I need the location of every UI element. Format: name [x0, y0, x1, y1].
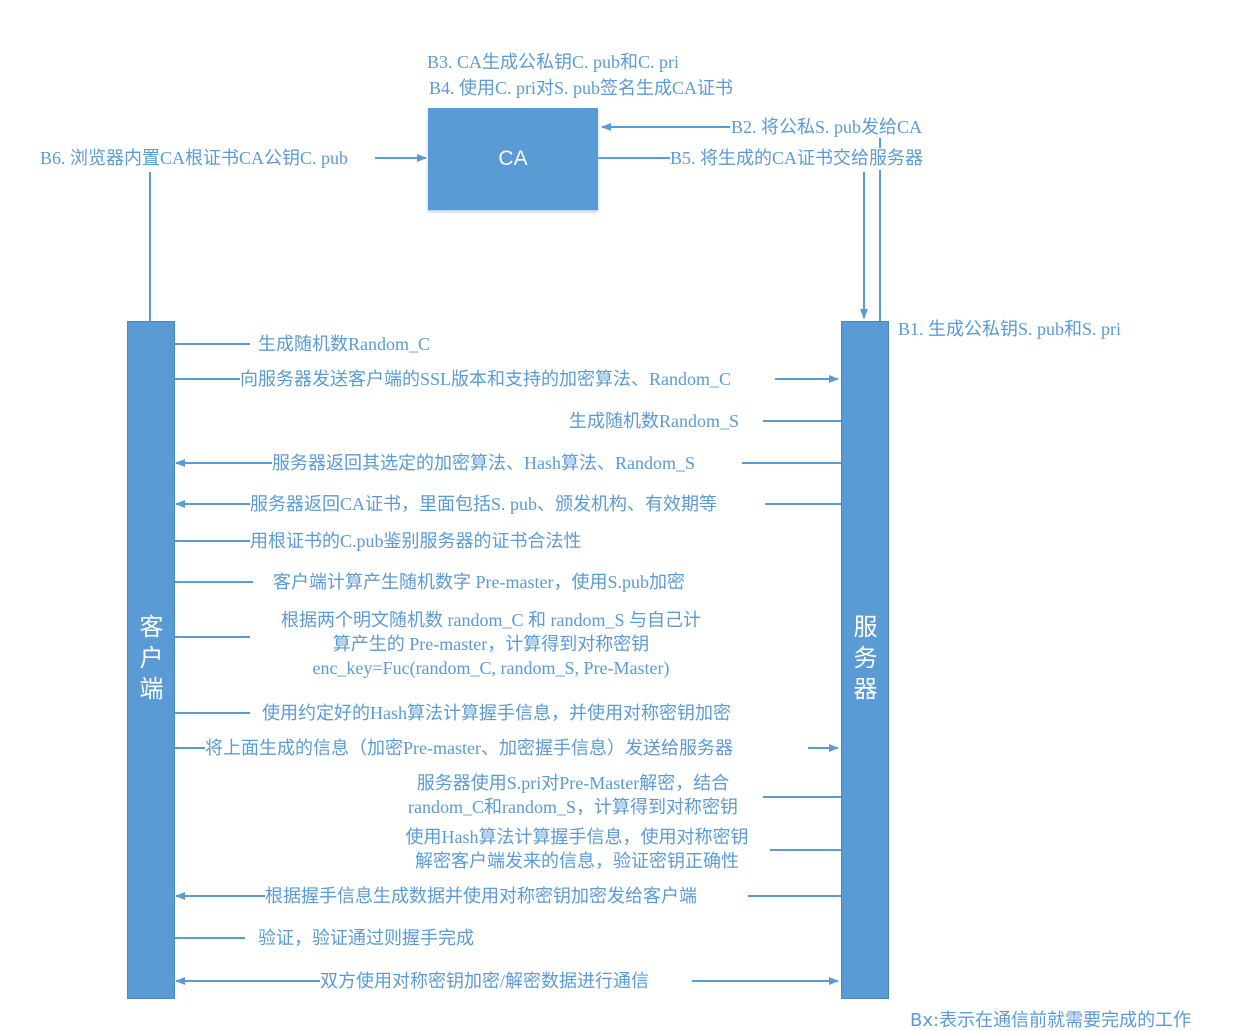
step-message-line: 使用约定好的Hash算法计算握手信息，并使用对称密钥加密 — [262, 703, 731, 723]
step-message: 用根证书的C.pub鉴别服务器的证书合法性 — [250, 529, 582, 553]
step-message-line: 验证，验证通过则握手完成 — [258, 928, 474, 948]
step-message-line: 双方使用对称密钥加密/解密数据进行通信 — [320, 971, 649, 991]
step-message: 使用Hash算法计算握手信息，使用对称密钥解密客户端发来的信息，验证密钥正确性 — [384, 825, 770, 873]
step-message: 客户端计算产生随机数字 Pre-master，使用S.pub加密 — [273, 570, 685, 594]
step-message: 向服务器发送客户端的SSL版本和支持的加密算法、Random_C — [240, 367, 731, 391]
step-message: 根据握手信息生成数据并使用对称密钥加密发给客户端 — [265, 884, 697, 908]
b5-label: B5. 将生成的CA证书交给服务器 — [670, 148, 924, 168]
step-message-line: 生成随机数Random_S — [569, 411, 740, 431]
step-message: 生成随机数Random_S — [569, 409, 739, 433]
client-label-char: 客 — [139, 613, 164, 641]
step-message: 生成随机数Random_C — [258, 332, 430, 356]
step-message: 使用约定好的Hash算法计算握手信息，并使用对称密钥加密 — [262, 701, 731, 725]
b3-label: B3. CA生成公私钥C. pub和C. pri — [427, 52, 680, 72]
step-message: 服务器返回CA证书，里面包括S. pub、颁发机构、有效期等 — [250, 492, 717, 516]
server-label-char: 务 — [853, 644, 878, 672]
ca-box: CA — [428, 108, 598, 210]
step-message: 将上面生成的信息（加密Pre-master、加密握手信息）发送给服务器 — [205, 736, 733, 760]
step-message-line: 使用Hash算法计算握手信息，使用对称密钥 — [405, 827, 749, 847]
server-label-char: 服 — [853, 613, 878, 641]
ca-label: CA — [498, 147, 528, 170]
client-label-char: 端 — [139, 675, 164, 703]
step-message-line: enc_key=Fuc(random_C, random_S, Pre-Mast… — [312, 658, 670, 678]
step-message-line: 用根证书的C.pub鉴别服务器的证书合法性 — [250, 531, 582, 551]
step-message-line: 将上面生成的信息（加密Pre-master、加密握手信息）发送给服务器 — [205, 738, 733, 758]
b2-label: B2. 将公私S. pub发给CA — [731, 117, 923, 137]
step-message-line: 客户端计算产生随机数字 Pre-master，使用S.pub加密 — [273, 572, 685, 592]
b4-label: B4. 使用C. pri对S. pub签名生成CA证书 — [429, 78, 734, 98]
step-message-line: 向服务器发送客户端的SSL版本和支持的加密算法、Random_C — [240, 369, 732, 389]
step-message-line: 服务器使用S.pri对Pre-Master解密，结合 — [416, 773, 730, 793]
server-lifeline: 服 务 器 — [841, 321, 889, 999]
legend-note: Bx:表示在通信前就需要完成的工作 — [910, 1010, 1192, 1031]
step-message-line: 服务器返回其选定的加密算法、Hash算法、Random_S — [272, 453, 695, 473]
client-lifeline: 客 户 端 — [127, 321, 175, 999]
step-message: 验证，验证通过则握手完成 — [258, 926, 474, 950]
step-message-line: 算产生的 Pre-master，计算得到对称密钥 — [332, 634, 650, 654]
b6-label: B6. 浏览器内置CA根证书CA公钥C. pub — [40, 148, 349, 168]
step-message-line: 根据两个明文随机数 random_C 和 random_S 与自己计 — [281, 610, 701, 630]
server-label-char: 器 — [853, 675, 878, 703]
step-message-line: 服务器返回CA证书，里面包括S. pub、颁发机构、有效期等 — [250, 494, 718, 514]
step-message-line: random_C和random_S，计算得到对称密钥 — [408, 797, 738, 817]
step-message-line: 根据握手信息生成数据并使用对称密钥加密发给客户端 — [265, 886, 697, 906]
b1-label: B1. 生成公私钥S. pub和S. pri — [898, 319, 1122, 339]
step-message-line: 解密客户端发来的信息，验证密钥正确性 — [415, 851, 739, 871]
client-label-char: 户 — [139, 644, 164, 672]
step-message: 服务器使用S.pri对Pre-Master解密，结合 random_C和rando… — [388, 771, 758, 819]
step-message: 根据两个明文随机数 random_C 和 random_S 与自己计算产生的 P… — [256, 608, 726, 680]
step-message: 双方使用对称密钥加密/解密数据进行通信 — [320, 969, 649, 993]
step-message-line: 生成随机数Random_C — [258, 334, 431, 354]
step-message: 服务器返回其选定的加密算法、Hash算法、Random_S — [272, 451, 695, 475]
